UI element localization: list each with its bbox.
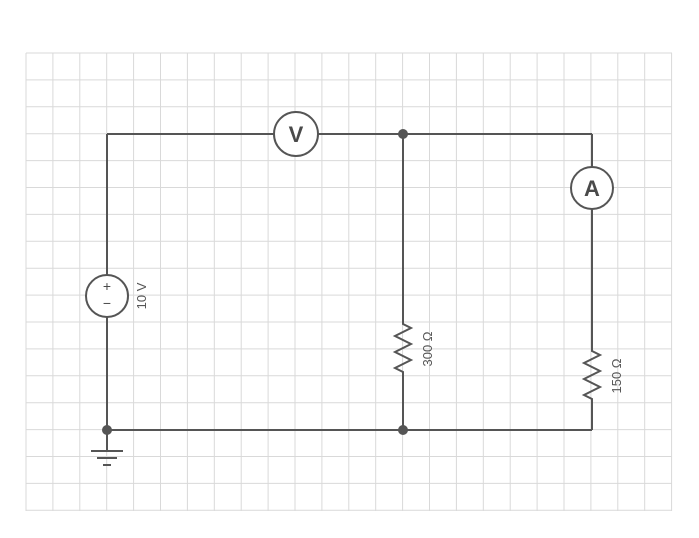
junction-dot-bottom-left	[102, 425, 112, 435]
resistor-300-icon	[392, 322, 414, 376]
source-minus-sign: −	[103, 295, 111, 311]
resistor-300-label: 300 Ω	[420, 331, 435, 366]
junction-dot-top	[398, 129, 408, 139]
wires	[106, 133, 593, 451]
ammeter-symbol: A	[584, 176, 600, 201]
junction-dot-bottom-mid	[398, 425, 408, 435]
source-voltage-label: 10 V	[134, 282, 149, 309]
ground-icon	[91, 450, 123, 466]
resistor-150-label: 150 Ω	[609, 358, 624, 393]
source-plus-sign: +	[103, 278, 111, 294]
voltmeter-symbol: V	[289, 122, 304, 147]
ammeter-icon: A	[570, 166, 614, 210]
voltmeter-icon: V	[273, 111, 319, 157]
resistor-150-icon	[581, 349, 603, 403]
voltage-source-icon: + −	[85, 274, 129, 318]
